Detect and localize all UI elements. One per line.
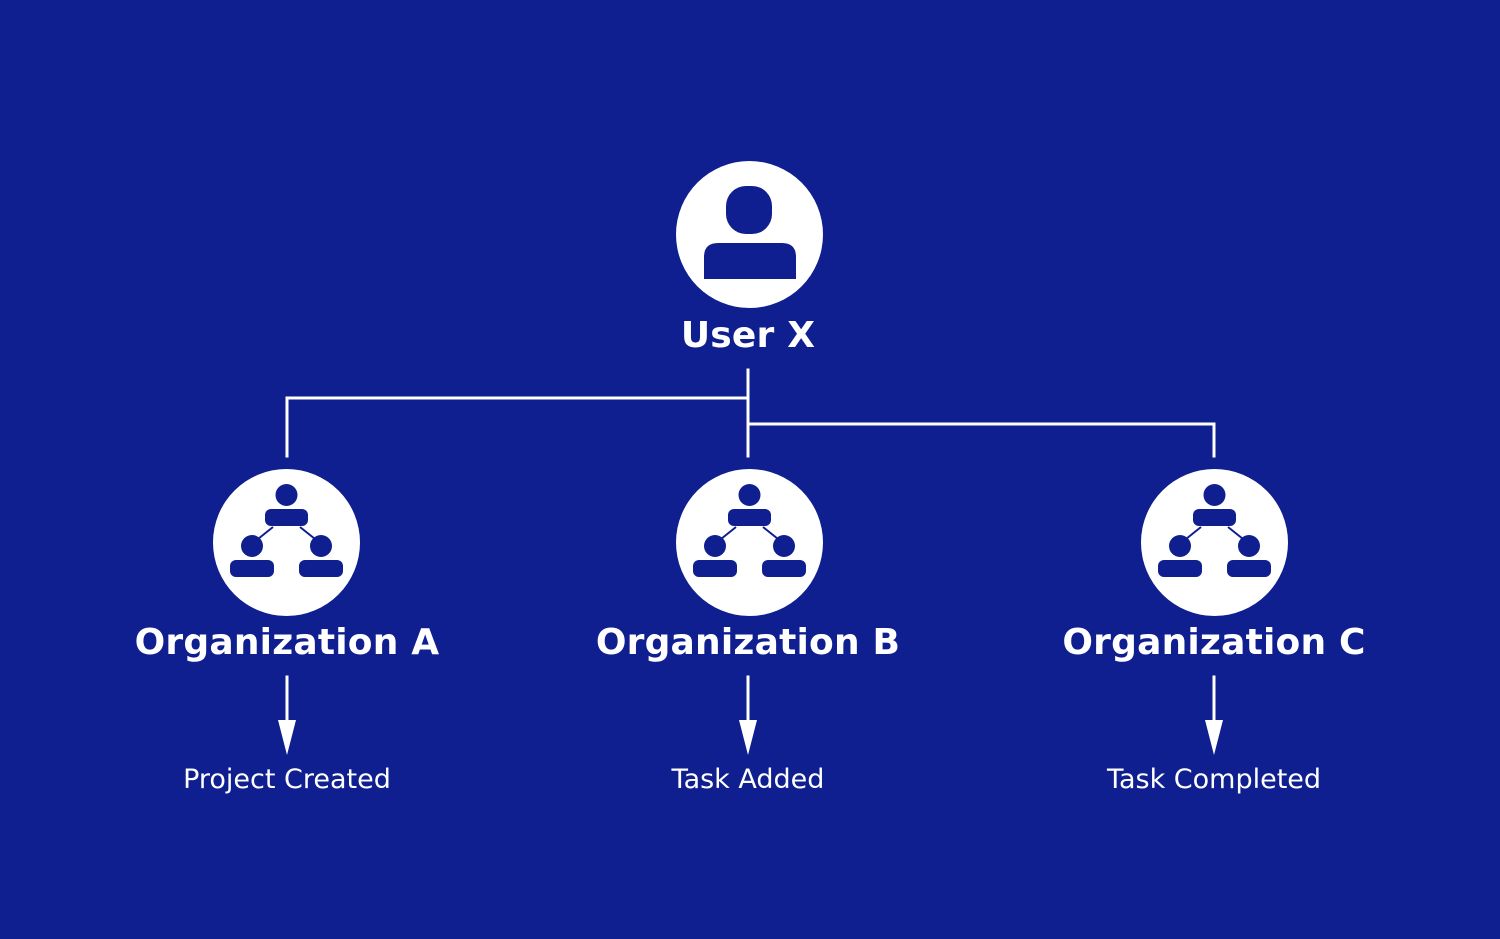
org-chart-icon (230, 484, 343, 577)
org-b-node-circle (676, 469, 823, 616)
org-a-event-label: Project Created (183, 764, 391, 795)
user-node-label: User X (680, 315, 816, 356)
org-b-event-label: Task Added (671, 764, 825, 795)
org-a-node-circle (213, 469, 360, 616)
connector-root-to-org-a (285, 368, 750, 458)
org-c-event-label: Task Completed (1106, 764, 1322, 795)
user-icon (704, 186, 796, 279)
org-b-label: Organization B (595, 622, 901, 663)
org-c-node-circle (1141, 469, 1288, 616)
connector-root-to-org-c (746, 396, 1216, 458)
arrow-head-org-a (278, 720, 296, 755)
org-chart-icon (693, 484, 806, 577)
org-a-label: Organization A (134, 622, 440, 663)
org-chart-icon (1158, 484, 1271, 577)
org-c-label: Organization C (1062, 622, 1366, 663)
arrow-head-org-c (1205, 720, 1223, 755)
user-node-circle (676, 161, 823, 308)
arrow-head-org-b (739, 720, 757, 755)
